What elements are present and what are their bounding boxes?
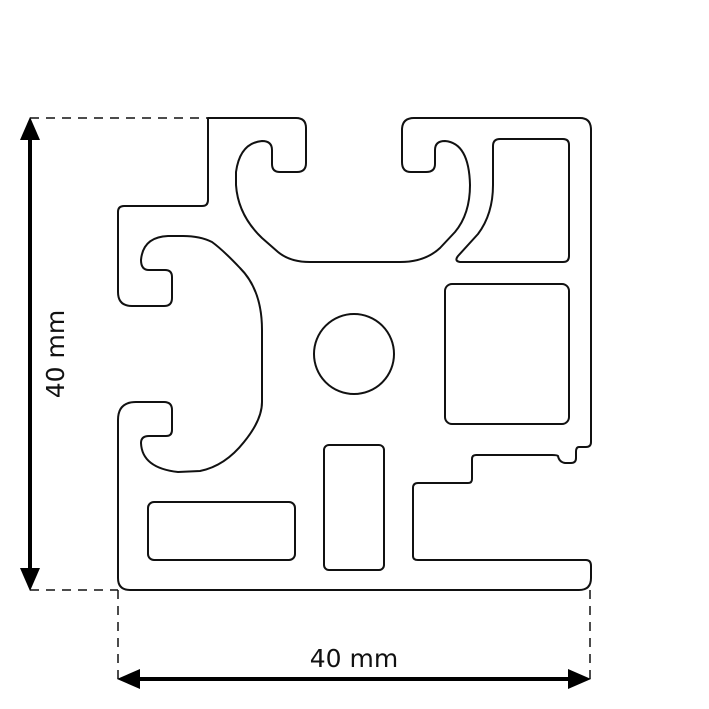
- profile-outer-contour: [117, 117, 592, 591]
- arrow-up-icon: [20, 117, 40, 140]
- width-label: 40 mm: [310, 644, 398, 673]
- center-bore: [313, 313, 395, 395]
- height-dimension: 40 mm: [20, 117, 70, 591]
- cavity-right-square: [444, 283, 570, 425]
- arrow-right-icon: [568, 669, 591, 689]
- height-label: 40 mm: [41, 310, 70, 398]
- cavity-bottom-left: [147, 501, 296, 561]
- cavity-top-right: [455, 138, 570, 263]
- width-dimension: 40 mm: [117, 644, 591, 689]
- extension-lines: [30, 117, 591, 680]
- cavity-bottom-vertical: [323, 444, 385, 571]
- arrow-down-icon: [20, 568, 40, 591]
- arrow-left-icon: [117, 669, 140, 689]
